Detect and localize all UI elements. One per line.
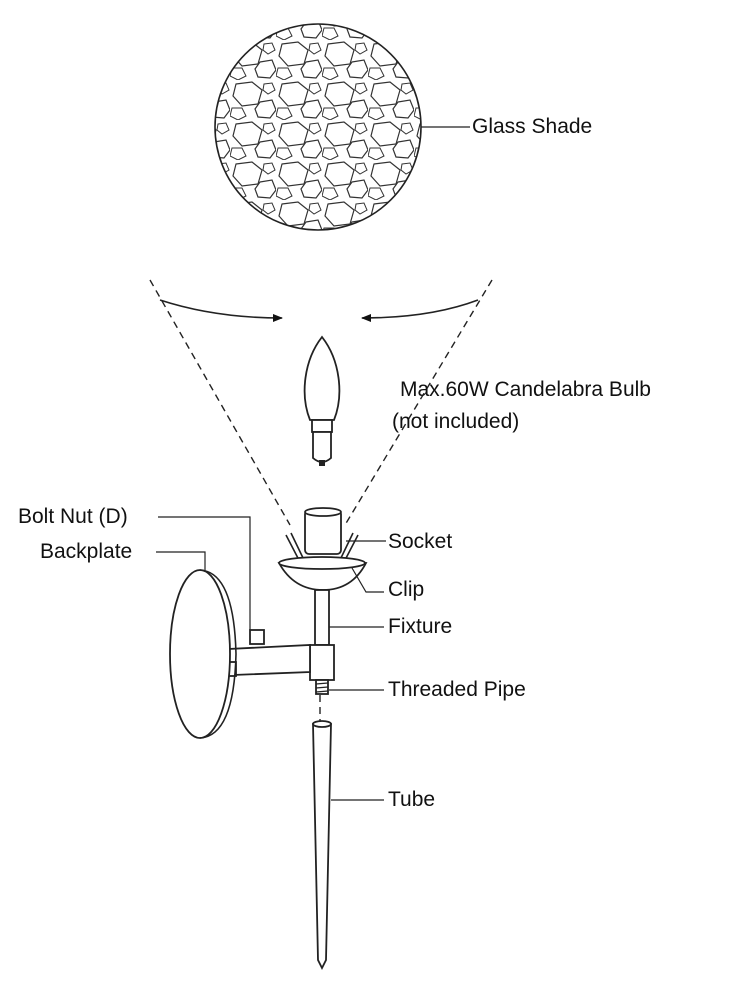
bulb-label-line1: Max.60W Candelabra Bulb (400, 378, 651, 401)
right-arrow (361, 299, 479, 322)
candelabra-bulb (303, 335, 341, 466)
backplate-disc (169, 569, 237, 739)
bolt-nut-label: Bolt Nut (D) (18, 505, 128, 528)
socket-label: Socket (388, 530, 453, 553)
threaded-pipe (315, 679, 329, 695)
threaded-pipe-label: Threaded Pipe (388, 678, 526, 701)
fixture-label: Fixture (388, 615, 453, 638)
glass-shade-label: Glass Shade (472, 115, 593, 138)
backplate-label: Backplate (40, 540, 133, 563)
bulb-label-line2: (not included) (392, 410, 520, 433)
clip-label: Clip (388, 578, 425, 601)
socket-cup (277, 556, 368, 591)
tube (312, 720, 332, 971)
left-arrow (159, 299, 283, 322)
coupler (309, 644, 335, 681)
fixture-rod (314, 589, 330, 646)
leader-lines (156, 516, 386, 801)
socket (304, 507, 342, 555)
glass-shade (214, 23, 422, 231)
tube-label: Tube (388, 788, 436, 811)
assembly-guides (149, 279, 493, 723)
